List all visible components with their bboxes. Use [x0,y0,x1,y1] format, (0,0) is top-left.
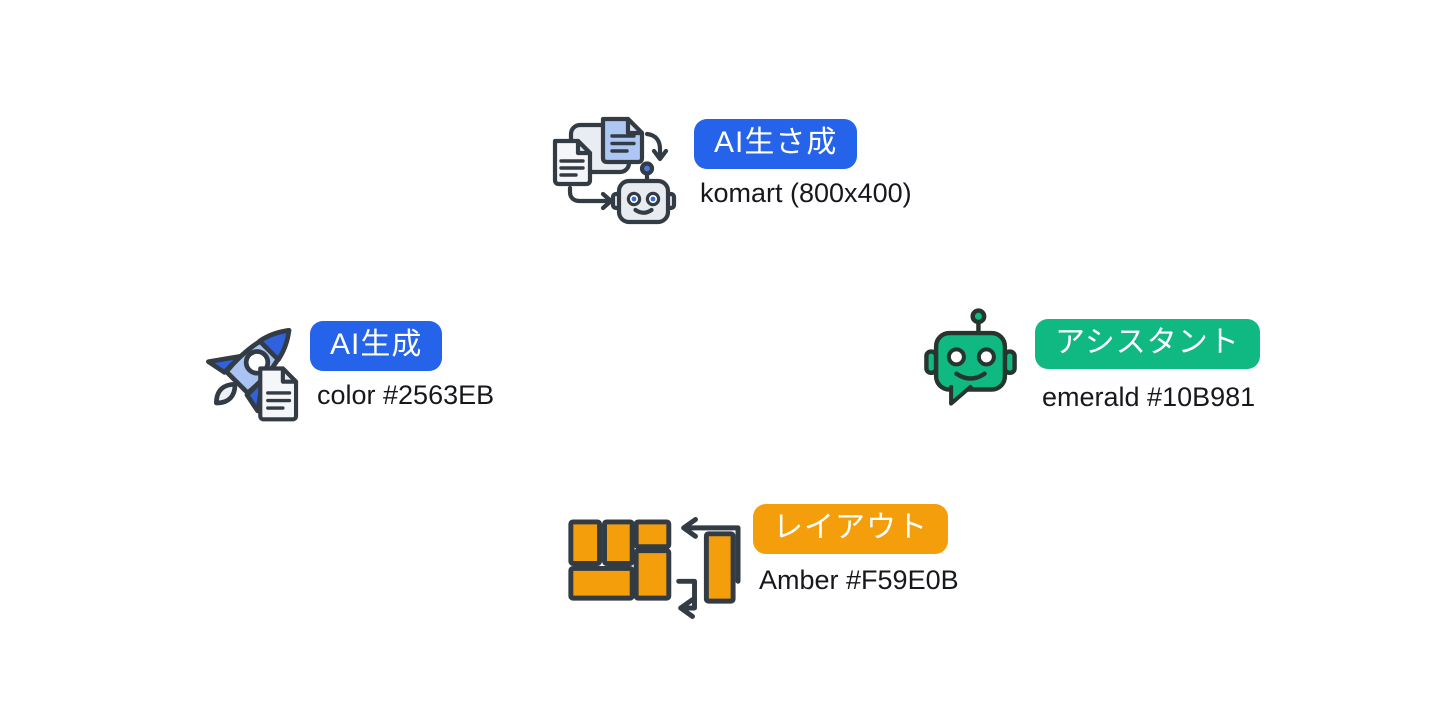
subtitle-text: Amber #F59E0B [759,565,959,595]
status-badge: AI生成 [310,321,443,371]
subtitle-text: color #2563EB [317,380,495,410]
item-ai-generation-rocket: AI生成 color #2563EB [200,310,540,430]
status-badge: アシスタント [1035,319,1260,369]
status-badge: AI生さ成 [694,119,858,169]
subtitle-text: emerald #10B981 [1042,382,1256,412]
item-layout: レイアウト Amber #F59E0B [558,498,978,628]
documents-to-robot-icon [552,116,677,225]
subtitle-text: komart (800x400) [700,178,912,208]
item-assistant: アシスタント emerald #10B981 [922,303,1302,423]
assistant-robot-icon [924,308,1017,406]
status-badge: レイアウト [753,504,948,554]
rocket-document-icon [206,328,299,422]
layout-blocks-icon [568,517,741,619]
item-ai-generation-docs: AI生さ成 komart (800x400) [550,104,970,234]
